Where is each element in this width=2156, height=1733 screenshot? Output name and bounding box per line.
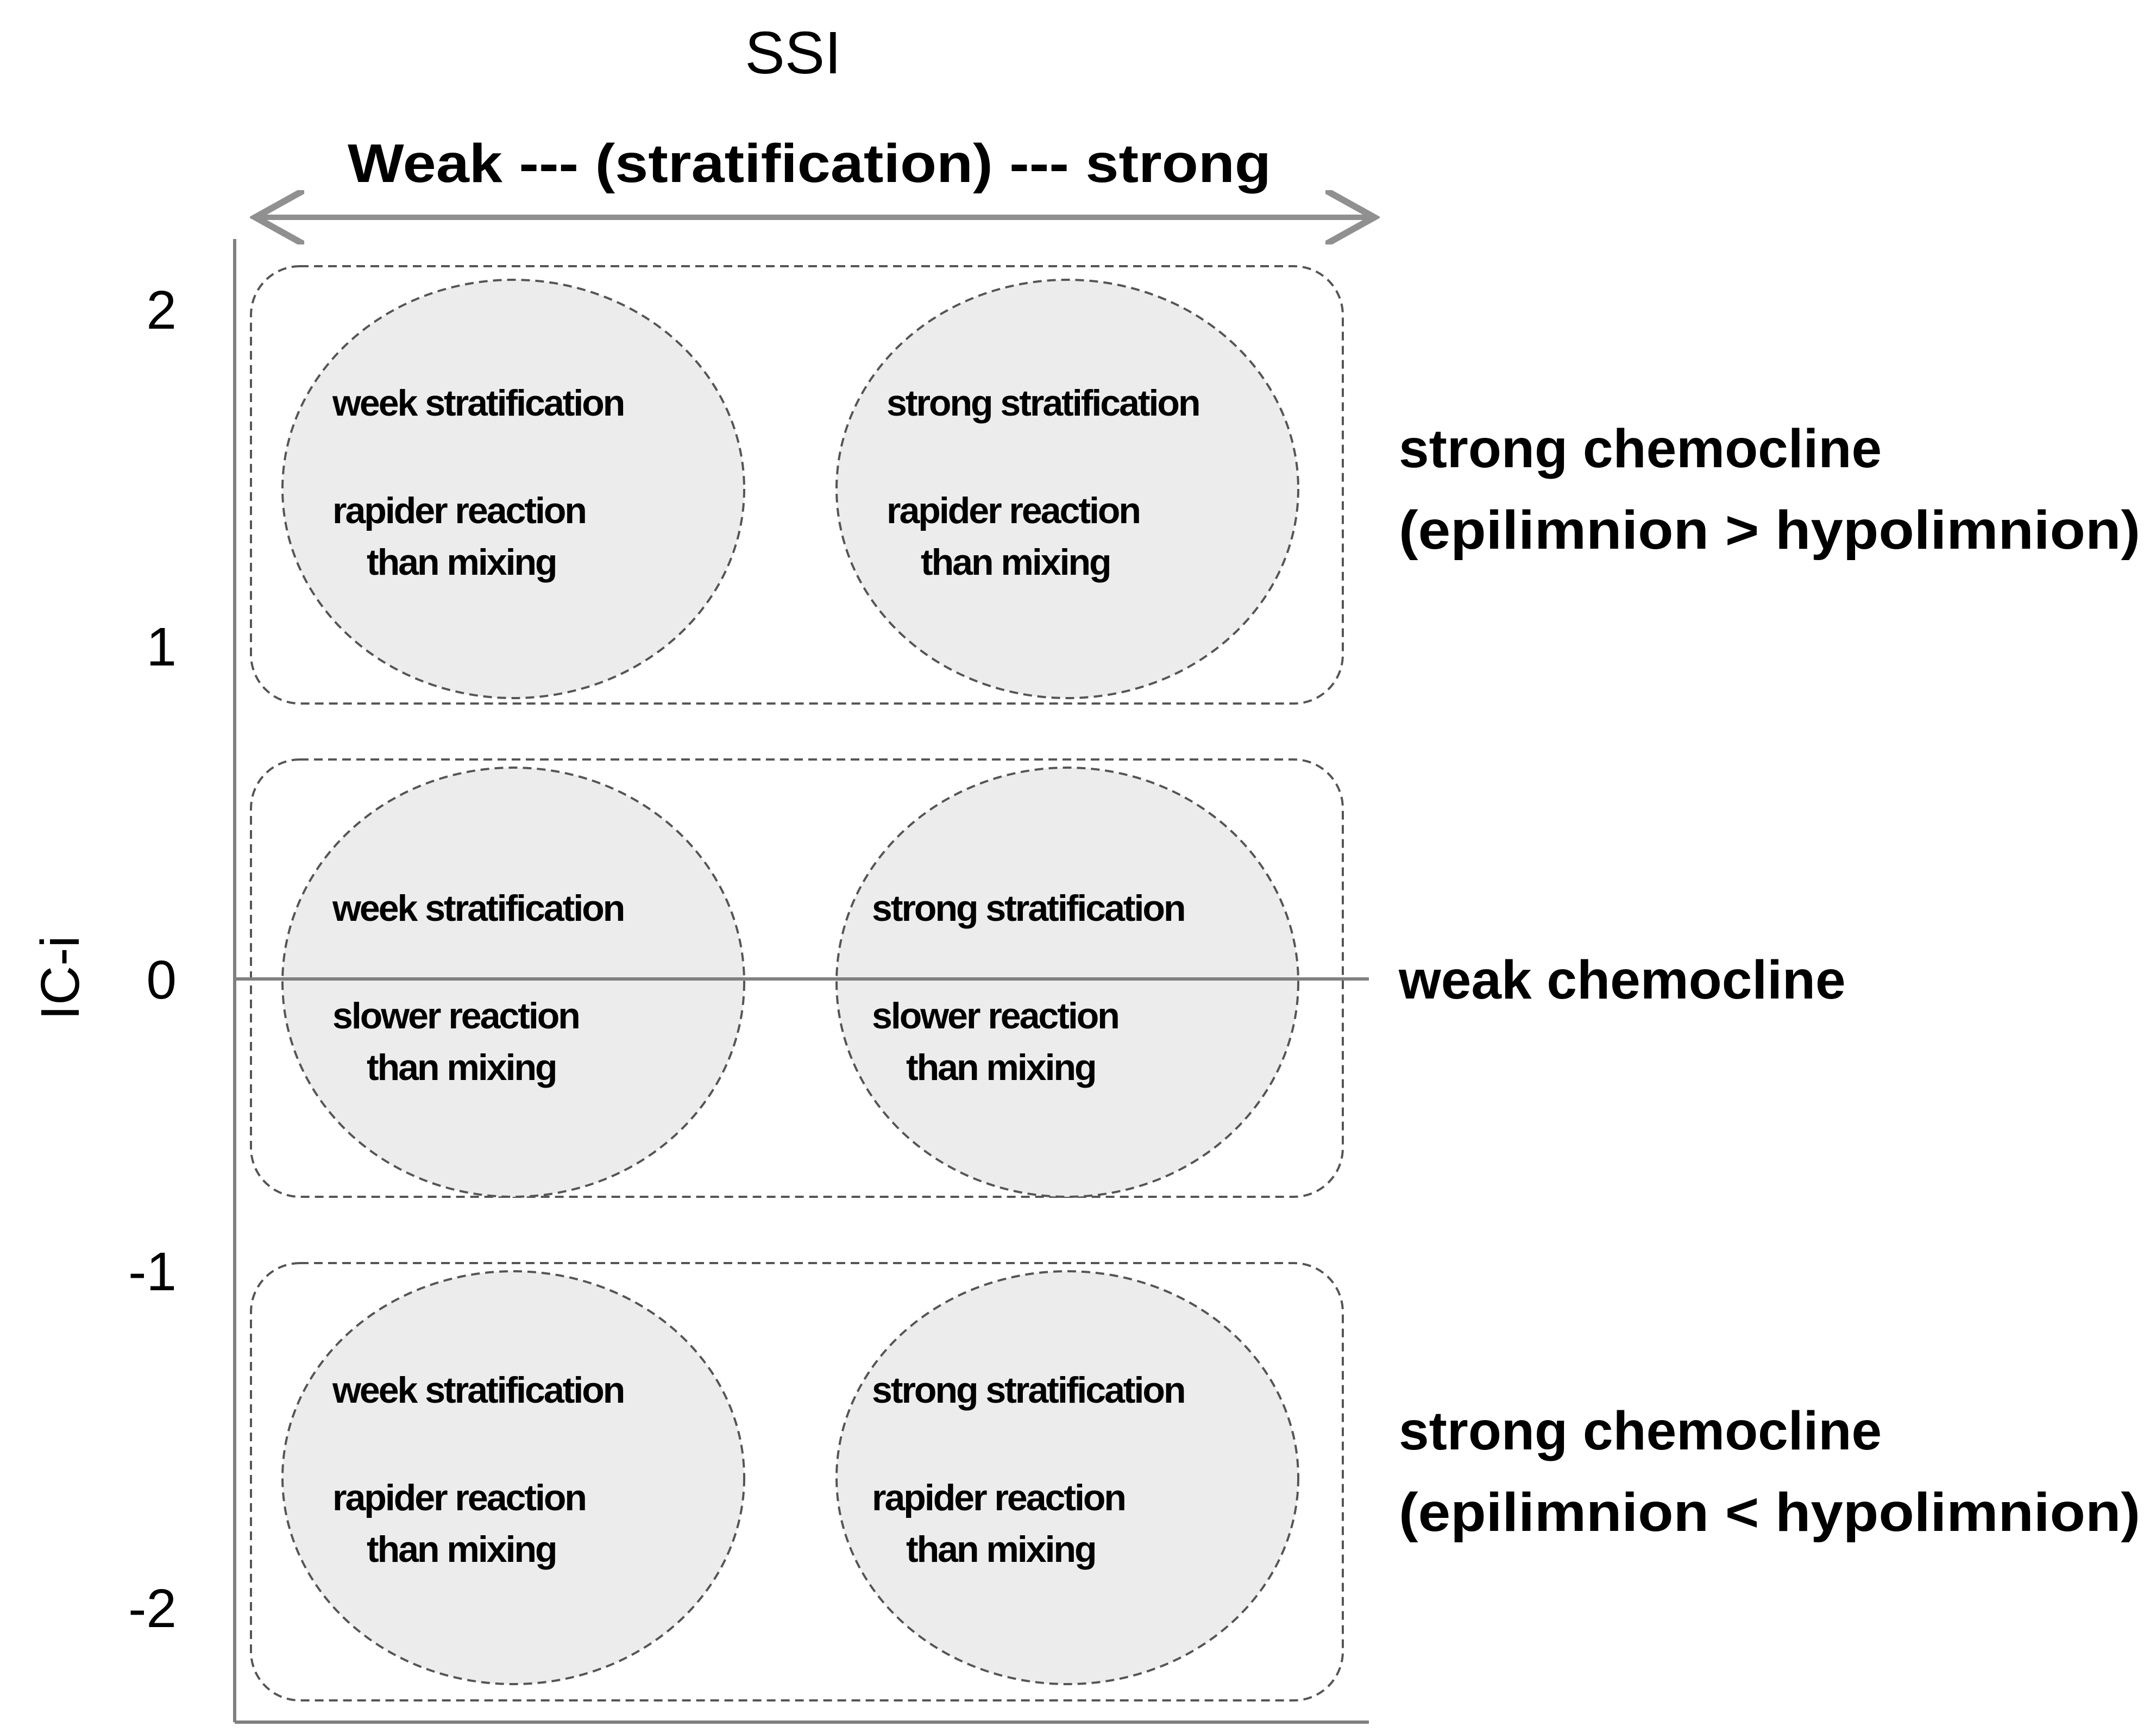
- cell-ellipse-weak-middle: [281, 767, 745, 1198]
- cell-line1-bottom-strong: strong stratification: [872, 1370, 1185, 1411]
- cell-line2-middle-strong: slower reaction: [872, 995, 1118, 1037]
- cell-ellipse-strong-middle: [835, 767, 1299, 1198]
- tick-label-0: 0: [146, 950, 177, 1010]
- cell-ellipse-strong-top: [835, 279, 1299, 699]
- cell-line3-bottom-strong: than mixing: [906, 1529, 1096, 1570]
- cell-line1-top-weak: week stratification: [332, 382, 624, 424]
- cell-line2-top-strong: rapider reaction: [887, 490, 1140, 531]
- cell-line2-top-weak: rapider reaction: [332, 490, 586, 531]
- row-label-bottom-line1: strong chemocline: [1399, 1401, 1882, 1461]
- cell-line3-top-weak: than mixing: [367, 542, 556, 583]
- cell-ellipse-weak-bottom: [281, 1270, 745, 1685]
- cell-line1-middle-weak: week stratification: [332, 888, 624, 929]
- cell-ellipse-strong-bottom: [835, 1270, 1299, 1685]
- row-box-bottom: [250, 1262, 1344, 1701]
- row-label-top-line2: (epilimnion > hypolimnion): [1399, 500, 2140, 561]
- tick-label-2: 2: [146, 280, 177, 341]
- left-axis-title: IC-i: [30, 935, 91, 1020]
- tick-label-minus-1: -1: [128, 1241, 177, 1302]
- row-label-top-line1: strong chemocline: [1399, 418, 1882, 479]
- top-axis-label: Weak --- (stratification) --- strong: [348, 133, 1271, 194]
- row-box-top: [250, 265, 1344, 705]
- cell-line2-middle-weak: slower reaction: [332, 995, 579, 1037]
- cell-line2-bottom-weak: rapider reaction: [332, 1477, 586, 1518]
- row-label-middle: weak chemocline: [1398, 950, 1846, 1010]
- cell-line3-middle-weak: than mixing: [367, 1047, 556, 1088]
- tick-label-1: 1: [146, 617, 177, 677]
- cell-line3-top-strong: than mixing: [921, 542, 1110, 583]
- cell-line1-bottom-weak: week stratification: [332, 1370, 624, 1411]
- cell-line2-bottom-strong: rapider reaction: [872, 1477, 1125, 1518]
- cell-ellipse-weak-top: [281, 279, 745, 699]
- top-axis-title: SSI: [745, 20, 841, 86]
- cell-line3-middle-strong: than mixing: [906, 1047, 1096, 1088]
- cell-line1-middle-strong: strong stratification: [872, 888, 1185, 929]
- cell-line3-bottom-weak: than mixing: [367, 1529, 556, 1570]
- tick-label-minus-2: -2: [128, 1578, 177, 1639]
- row-label-bottom-line2: (epilimnion < hypolimnion): [1399, 1482, 2140, 1543]
- cell-line1-top-strong: strong stratification: [887, 382, 1199, 424]
